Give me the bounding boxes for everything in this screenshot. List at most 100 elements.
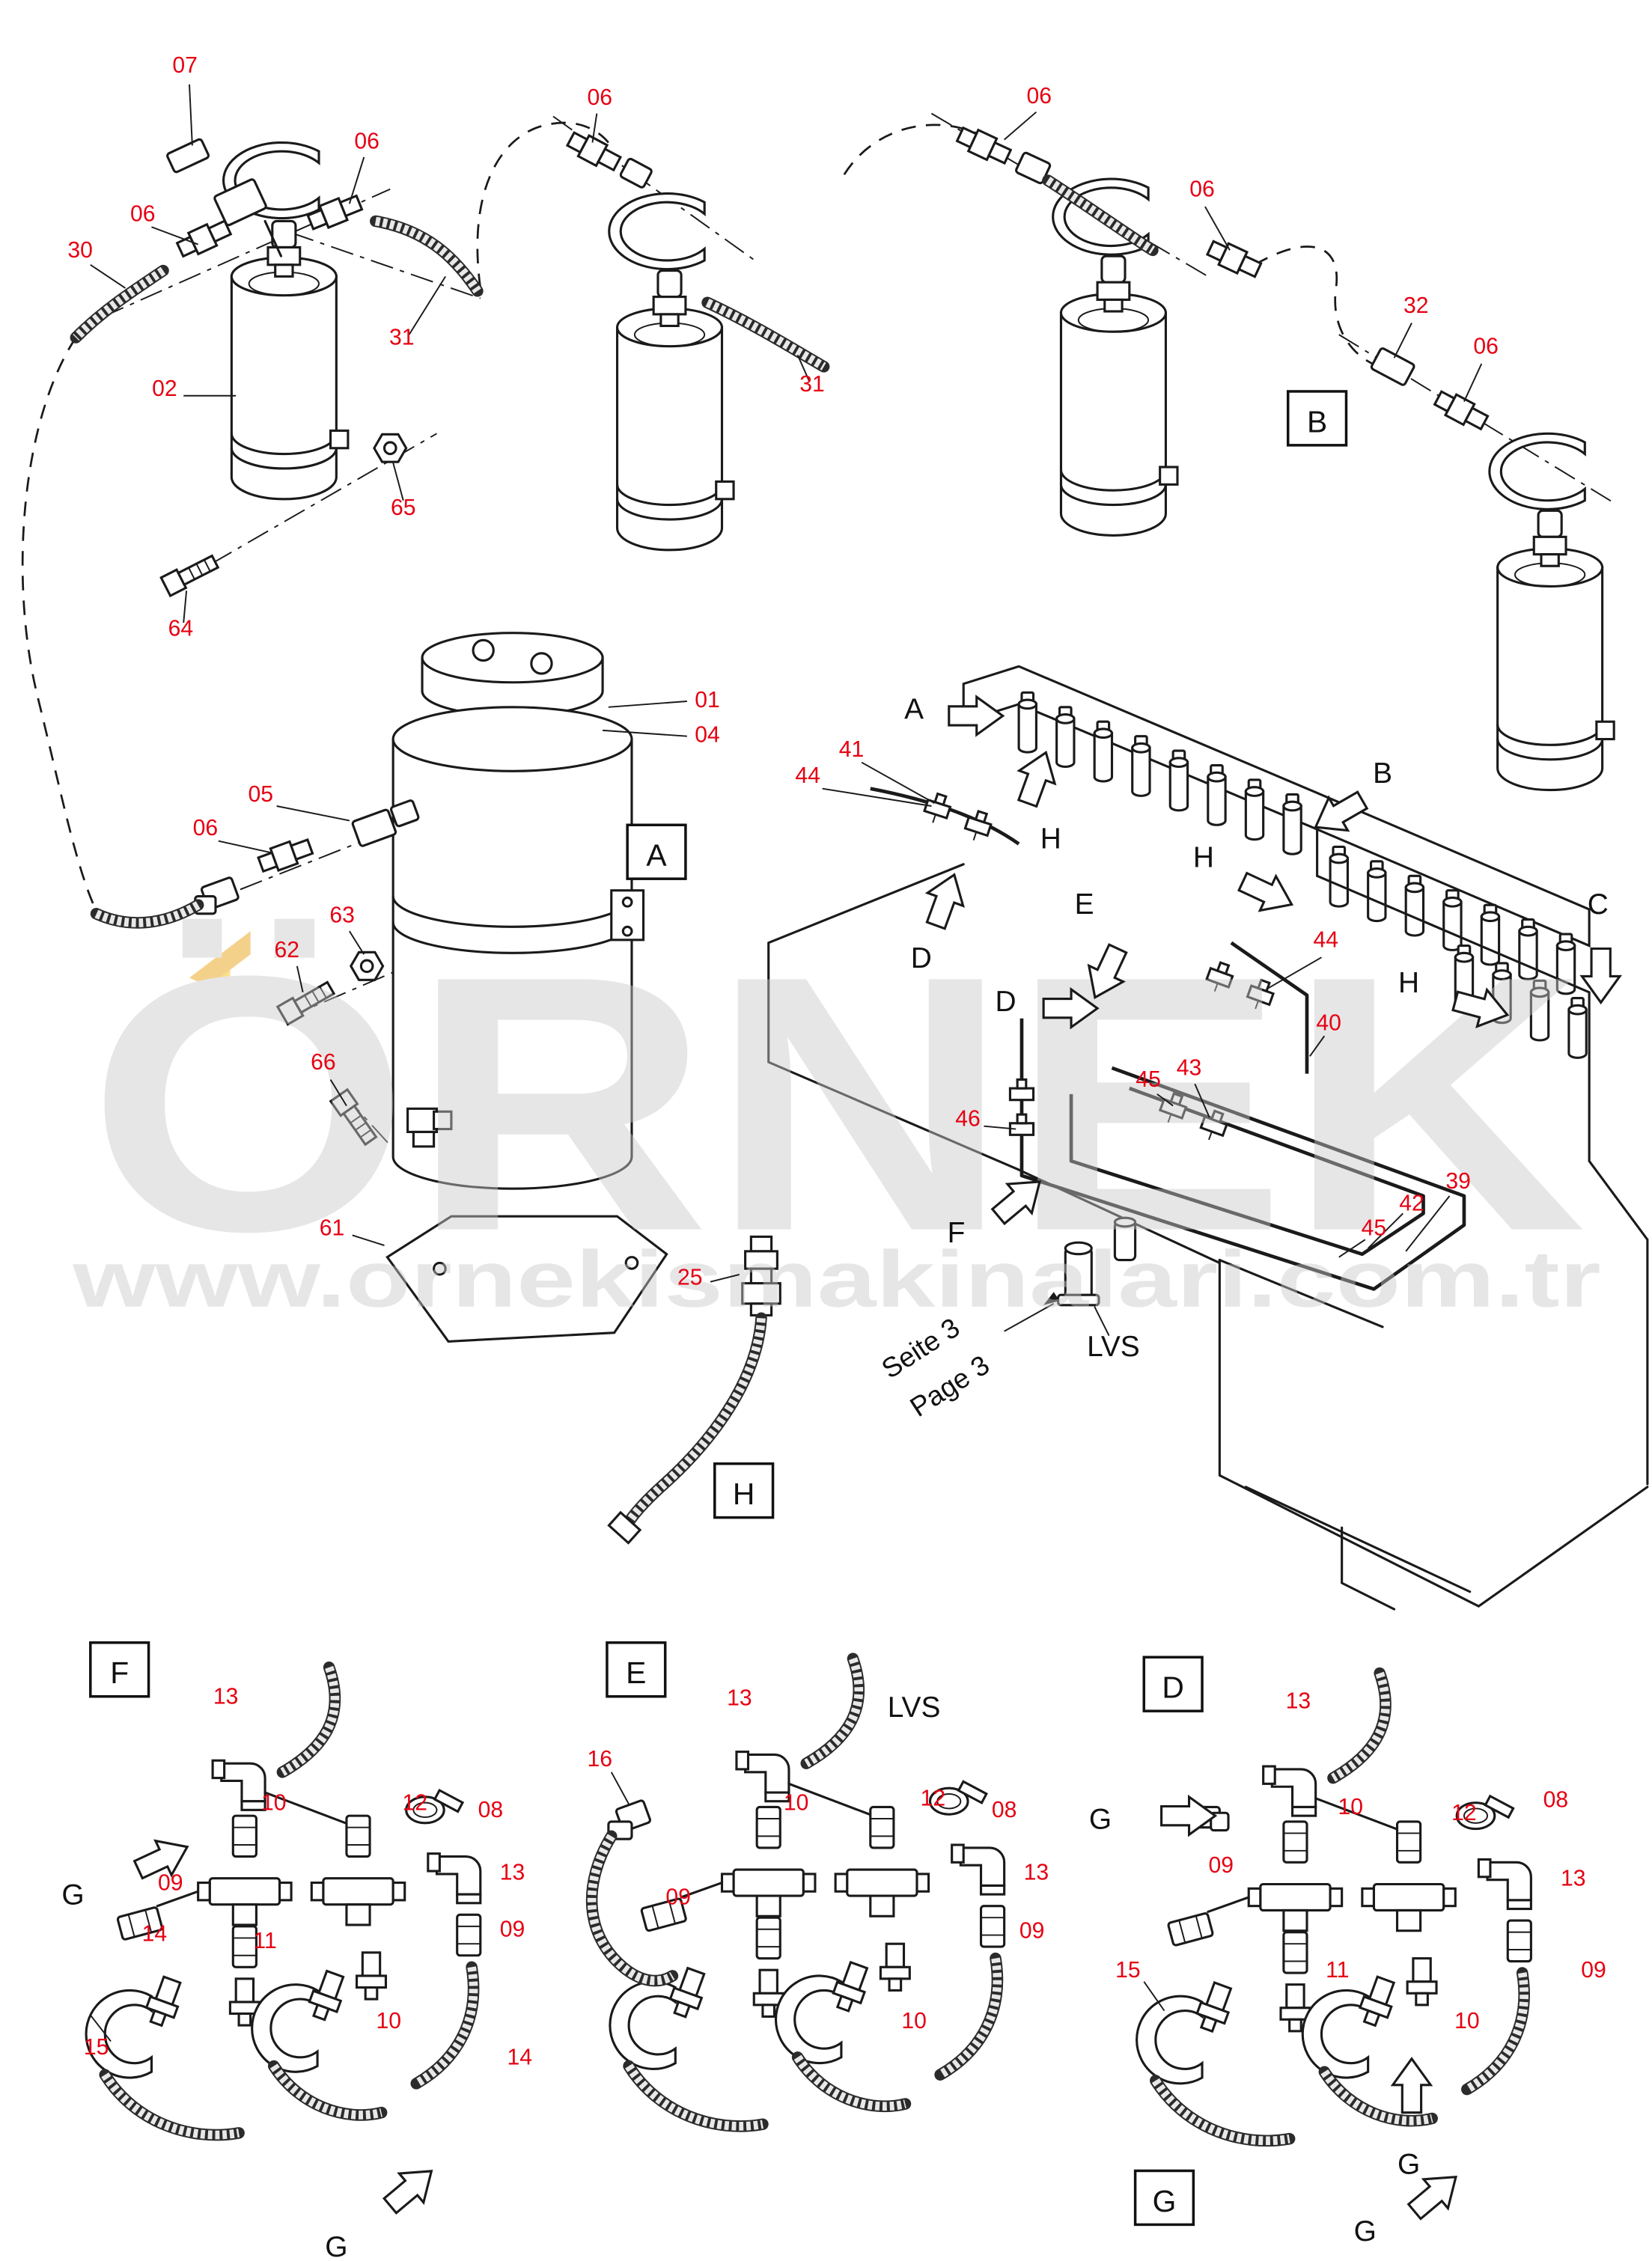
boxed-view-labels: B A H F E D G — [89, 390, 1348, 2227]
part-callout-30: 30 — [67, 238, 93, 263]
view-letter-G: G — [1354, 2215, 1377, 2248]
part-callout-62: 62 — [274, 938, 299, 962]
hose-chain-4 — [1370, 347, 1491, 434]
main-reservoir — [391, 632, 645, 1190]
part-callout-25: 25 — [677, 1266, 703, 1290]
leader-lines — [90, 84, 1483, 2042]
watermark: ÖRNEK www.ornekismakinalari.com.tr — [72, 900, 1601, 1324]
part-callout-09: 09 — [1209, 1853, 1234, 1878]
svg-text:E: E — [626, 1656, 646, 1690]
part-callout-64: 64 — [168, 617, 194, 641]
part-callout-66: 66 — [311, 1050, 336, 1075]
part-callout-06: 06 — [354, 129, 380, 153]
view-letter-G: G — [1398, 2148, 1420, 2180]
part-callout-39: 39 — [1445, 1169, 1471, 1194]
hose-chain-3 — [954, 122, 1264, 282]
part-callout-42: 42 — [1399, 1191, 1424, 1215]
part-callout-06: 06 — [1189, 177, 1215, 201]
logo-chevron-icon — [189, 931, 251, 987]
watermark-brand-text: ÖRNEK — [88, 900, 1586, 1307]
part-callout-13: 13 — [1024, 1861, 1049, 1885]
part-callout-09: 09 — [1019, 1918, 1045, 1943]
part-callout-06: 06 — [1473, 334, 1499, 358]
svg-text:A: A — [646, 838, 667, 873]
part-callout-14: 14 — [508, 2045, 533, 2070]
view-letter-G: G — [325, 2231, 347, 2261]
svg-text:B: B — [1307, 404, 1327, 439]
watermark-url-text: www.ornekismakinalari.com.tr — [72, 1234, 1601, 1324]
top-left-fitting-assembly — [70, 138, 484, 344]
part-callout-13: 13 — [727, 1685, 752, 1710]
lvs-pump — [1004, 1216, 1137, 1337]
view-letter-LVS: LVS — [888, 1691, 941, 1724]
part-callout-08: 08 — [478, 1798, 504, 1822]
part-callout-10: 10 — [1454, 2009, 1480, 2033]
direction-arrow-g3 — [1160, 1795, 1217, 1836]
part-callout-06: 06 — [587, 85, 612, 110]
part-callout-15: 15 — [1115, 1958, 1141, 1983]
part-callout-07: 07 — [172, 53, 198, 78]
part-callout-09: 09 — [1581, 1958, 1606, 1983]
part-callout-08: 08 — [992, 1798, 1017, 1822]
clamp-nut-65 — [373, 433, 408, 463]
view-letter-D: D — [996, 986, 1017, 1018]
part-callout-06: 06 — [130, 201, 156, 226]
logo-chevron-icon — [157, 965, 231, 1031]
part-callout-13: 13 — [213, 1684, 239, 1709]
hose-chain-2 — [564, 127, 830, 373]
detail-cluster-d — [1137, 1673, 1531, 2141]
view-letter-D: D — [911, 942, 932, 974]
part-callout-11: 11 — [253, 1929, 276, 1953]
part-callout-12: 12 — [403, 1790, 428, 1815]
view-box-label-D: D — [1142, 1656, 1204, 1712]
part-callout-43: 43 — [1177, 1056, 1202, 1081]
part-callout-01: 01 — [695, 688, 720, 713]
part-callout-13: 13 — [1561, 1866, 1586, 1891]
part-callout-10: 10 — [1338, 1795, 1364, 1819]
part-callout-12: 12 — [1451, 1801, 1477, 1825]
part-callout-11: 11 — [1326, 1958, 1349, 1983]
svg-text:D: D — [1162, 1670, 1183, 1705]
view-letter-F: F — [948, 1217, 966, 1249]
part-callout-12: 12 — [921, 1786, 946, 1811]
part-callout-40: 40 — [1316, 1010, 1341, 1035]
part-callout-09: 09 — [158, 1870, 183, 1895]
part-callout-14: 14 — [142, 1921, 168, 1946]
view-letter-A: A — [904, 693, 924, 725]
part-callout-13: 13 — [1286, 1688, 1311, 1713]
fill-fitting-25 — [607, 1235, 781, 1545]
part-callout-10: 10 — [784, 1790, 809, 1815]
part-callout-10: 10 — [377, 2009, 402, 2033]
svg-text:G: G — [1153, 2184, 1177, 2218]
view-box-label-B: B — [1286, 390, 1348, 447]
grease-canister-4 — [1488, 432, 1615, 792]
part-callout-13: 13 — [500, 1861, 525, 1885]
cluster-e-extra-fitting-16 — [585, 1799, 679, 1987]
svg-text:F: F — [110, 1656, 129, 1690]
part-callout-41: 41 — [839, 737, 865, 762]
view-box-label-G: G — [1133, 2169, 1195, 2227]
view-letter-B: B — [1373, 757, 1392, 790]
part-callout-32: 32 — [1403, 293, 1429, 318]
view-box-label-H: H — [713, 1462, 775, 1519]
view-letter-H: H — [1193, 842, 1214, 874]
part-callout-63: 63 — [329, 903, 355, 928]
part-callout-15: 15 — [84, 2035, 109, 2060]
view-box-label-E: E — [606, 1641, 667, 1698]
view-letter-G: G — [1089, 1804, 1112, 1836]
hose-routes — [21, 121, 1380, 912]
part-callout-05: 05 — [248, 782, 273, 807]
part-callout-45: 45 — [1362, 1215, 1387, 1240]
artwork — [21, 112, 1649, 2141]
view-letter-H: H — [1398, 967, 1419, 999]
grease-canister-2 — [608, 192, 735, 552]
part-callout-08: 08 — [1543, 1787, 1569, 1812]
part-callout-45: 45 — [1136, 1067, 1161, 1092]
part-callout-10: 10 — [901, 2009, 927, 2033]
direction-arrow-g2 — [377, 2155, 445, 2222]
reservoir-base-plate — [385, 1215, 668, 1343]
